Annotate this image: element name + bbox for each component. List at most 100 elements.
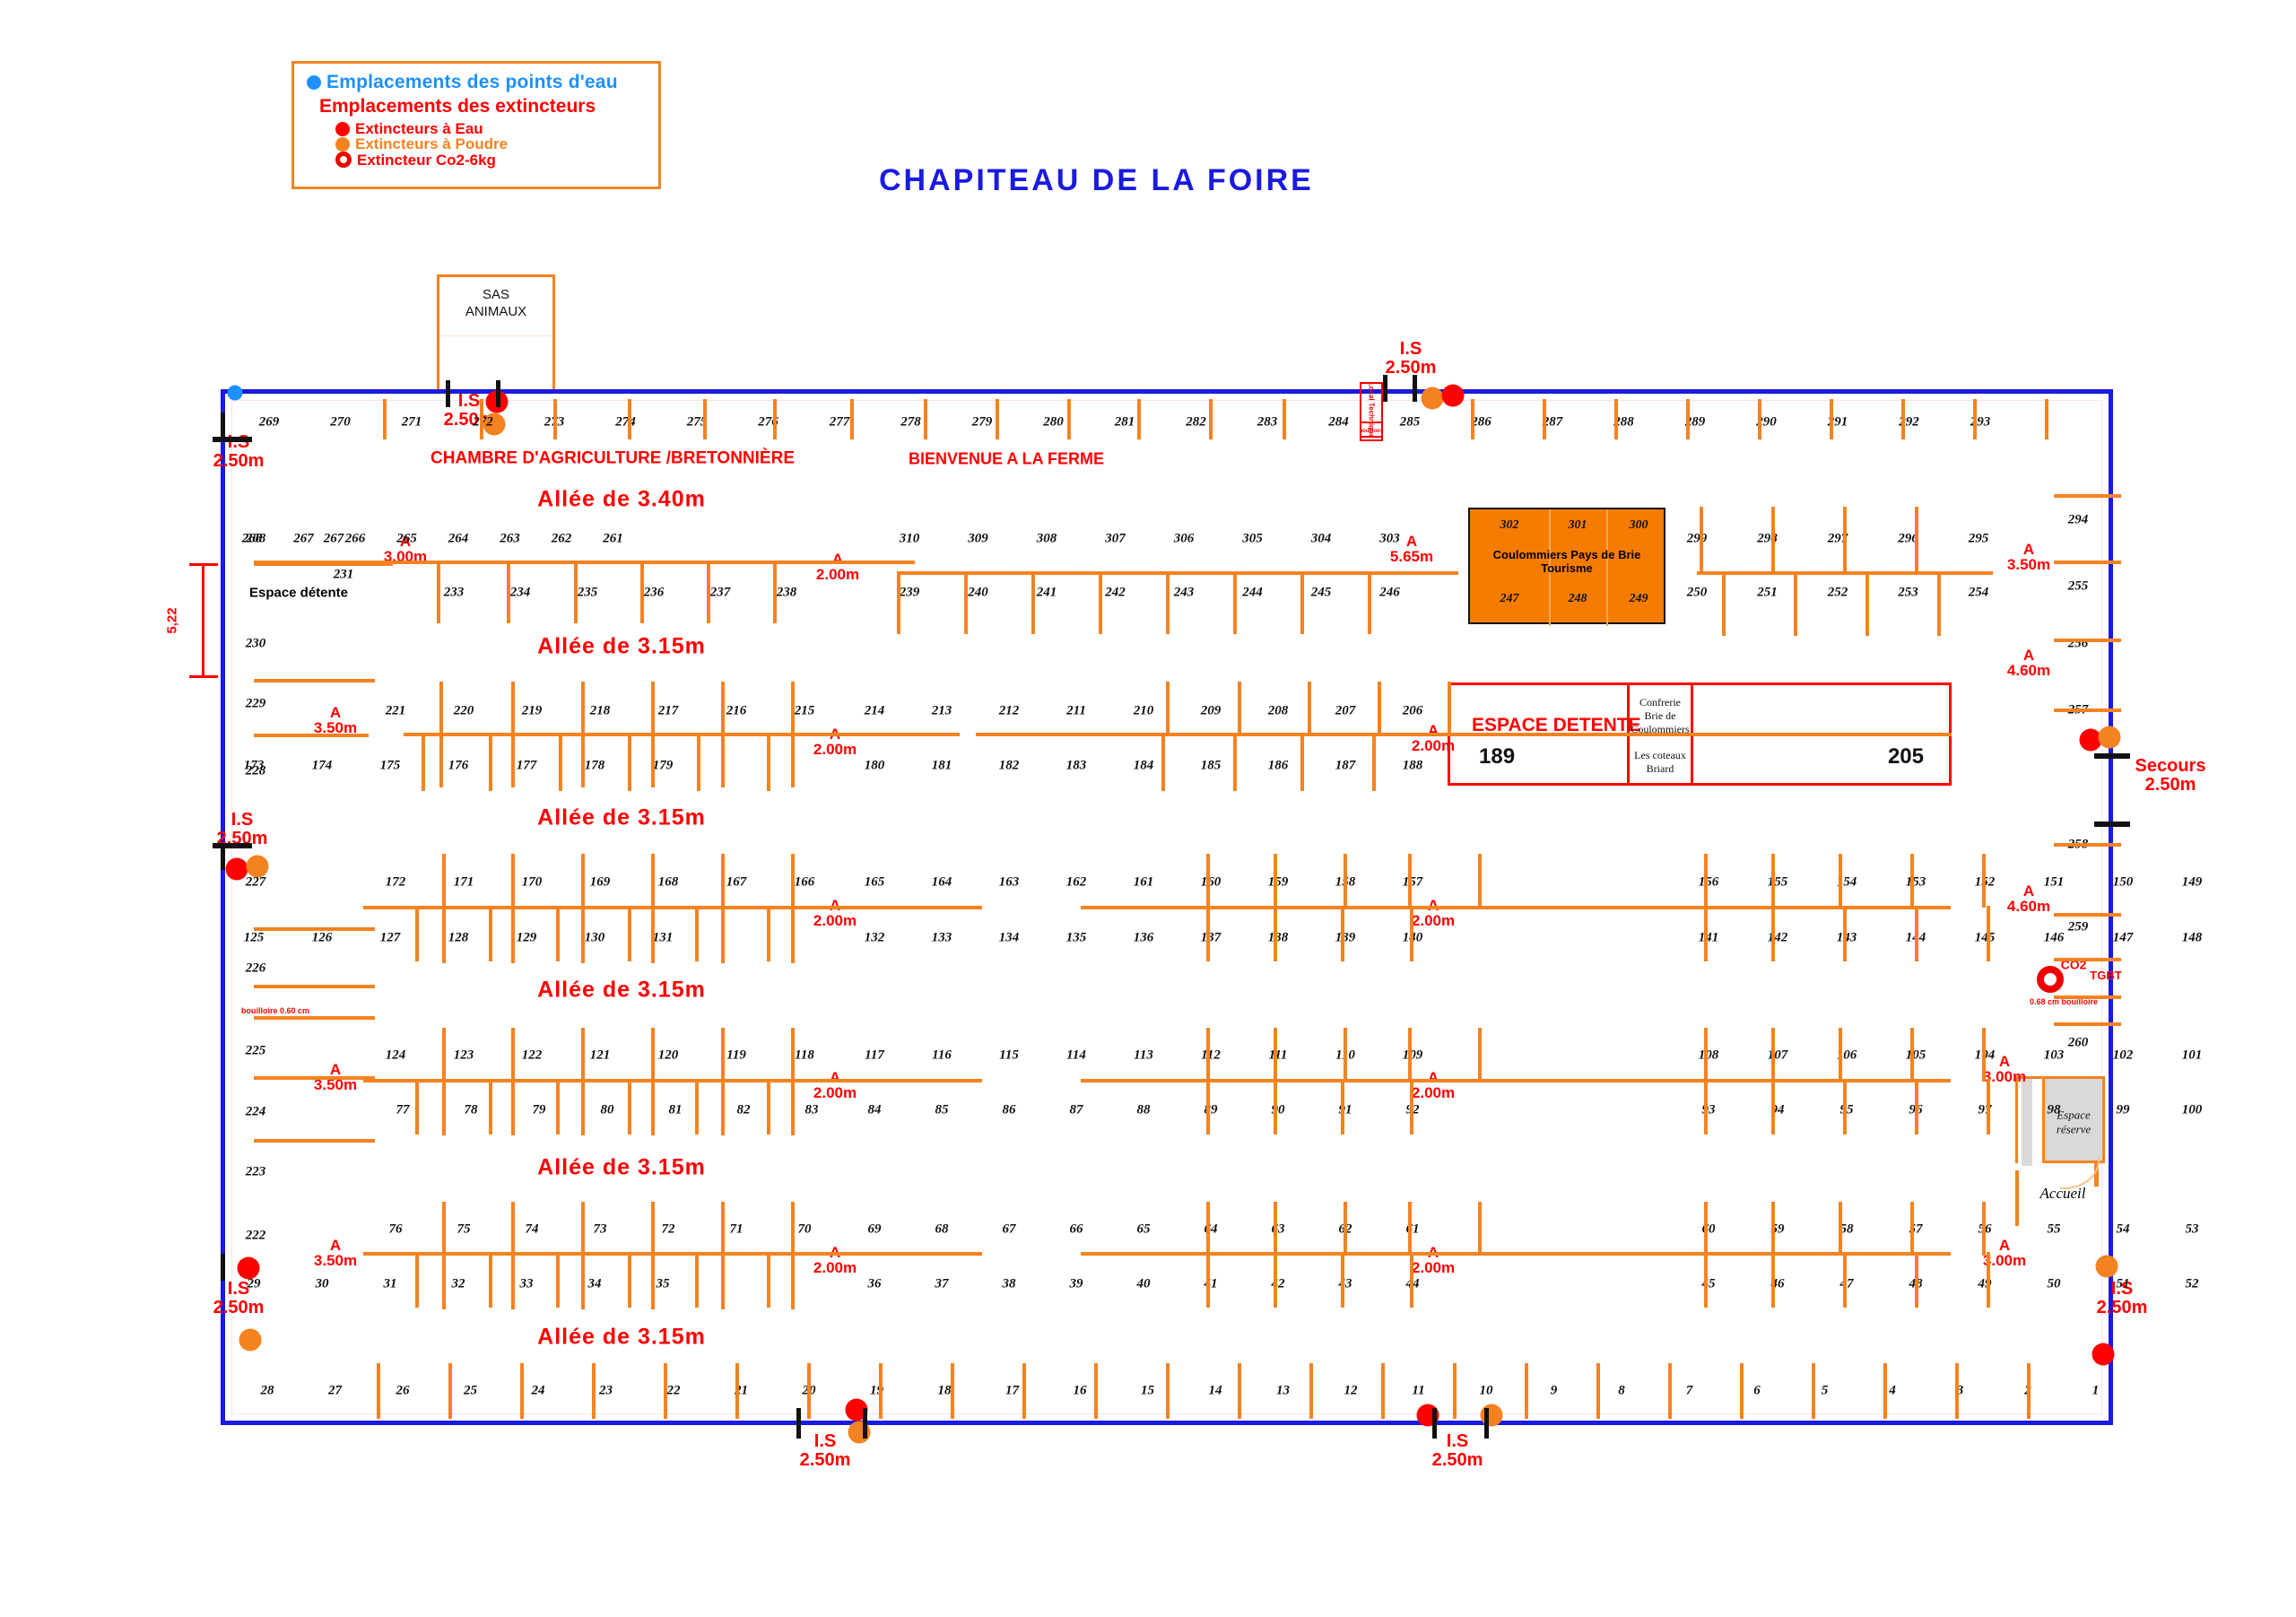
stand-divider xyxy=(377,1363,380,1419)
exit-door-marker xyxy=(213,843,252,848)
stand-number: 270 xyxy=(330,414,351,430)
stand-number: 164 xyxy=(931,874,952,890)
stand-number: 280 xyxy=(1043,414,1064,430)
stand-number: 80 xyxy=(600,1102,614,1117)
stand-number: 134 xyxy=(998,930,1020,945)
stand-number: 259 xyxy=(2067,919,2089,935)
stand-number: 278 xyxy=(900,414,921,430)
extinguisher-poudre-marker-2 xyxy=(483,413,506,436)
aisle-dim-a: A xyxy=(1427,1069,1439,1086)
stand-divider xyxy=(1300,571,1304,634)
stand-divider xyxy=(1771,906,1775,961)
stand-number: 15 xyxy=(1141,1383,1154,1398)
stand-divider xyxy=(1987,906,1990,961)
stand-divider xyxy=(254,679,375,682)
stand-divider xyxy=(581,854,585,963)
sas-crosshatch xyxy=(439,277,552,394)
stand-divider xyxy=(767,1079,770,1135)
stand-divider xyxy=(976,733,1952,736)
stand-number: 151 xyxy=(2043,874,2065,890)
is-label: I.S xyxy=(1399,339,1422,359)
stand-number: 308 xyxy=(1036,531,1057,546)
stand-number: 234 xyxy=(509,585,531,600)
stand-number: 285 xyxy=(1399,414,1421,430)
stand-divider xyxy=(1344,1028,1347,1082)
stand-divider xyxy=(767,1252,770,1308)
stand-divider xyxy=(767,906,770,961)
stand-divider xyxy=(1614,399,1618,439)
aisle-dim-value: 3.50m xyxy=(2006,556,2051,573)
stand-divider xyxy=(254,734,369,737)
stand-divider xyxy=(520,1363,524,1419)
stand-number: 119 xyxy=(726,1048,746,1063)
stand-divider xyxy=(1238,682,1241,734)
extinguisher-poudre-marker-12 xyxy=(2095,1255,2118,1278)
stand-divider xyxy=(1843,906,1847,961)
aisle-dim-a: A xyxy=(1998,1237,2011,1254)
stand-divider xyxy=(1686,399,1690,439)
stand-number: 261 xyxy=(603,531,623,546)
stand-number: 209 xyxy=(1200,703,1222,718)
stand-divider xyxy=(1410,1079,1413,1135)
espace-reserve-line1: Espace xyxy=(2057,1108,2091,1122)
stand-number: 296 xyxy=(1898,531,1918,546)
stand-divider xyxy=(1543,399,1546,439)
stand-divider xyxy=(1982,1028,1986,1082)
stand-number: 65 xyxy=(1136,1221,1151,1237)
stand-divider xyxy=(703,399,707,439)
stand-divider xyxy=(1982,854,1986,908)
stand-divider xyxy=(2054,639,2121,642)
stand-number: 225 xyxy=(245,1043,266,1058)
stand-number: 289 xyxy=(1684,414,1706,430)
stand-number: 281 xyxy=(1114,414,1135,430)
aisle-label-4: Allée de 3.15m xyxy=(537,1154,706,1180)
stand-divider xyxy=(1937,571,1941,636)
stand-number: 73 xyxy=(593,1221,607,1237)
stand-number: 169 xyxy=(589,874,611,890)
stand-divider xyxy=(1233,733,1237,791)
stand-number: 237 xyxy=(709,585,731,600)
stand-divider xyxy=(1758,399,1761,439)
stand-divider xyxy=(791,1028,795,1135)
extinguisher-eau-marker-5 xyxy=(2079,728,2102,752)
stand-number: 242 xyxy=(1105,585,1126,600)
stand-number: 163 xyxy=(998,874,1020,890)
exit-door-marker xyxy=(446,380,450,407)
stand-number: 123 xyxy=(453,1048,474,1063)
stand-divider xyxy=(1378,682,1381,734)
is-dim: 2.50m xyxy=(213,451,265,471)
stand-number: 275 xyxy=(686,414,708,430)
stand-divider xyxy=(442,1028,446,1135)
stand-number: 102 xyxy=(2112,1048,2134,1063)
stand-divider xyxy=(1099,571,1102,634)
stand-divider xyxy=(363,1252,982,1256)
stand-number: 224 xyxy=(245,1104,266,1119)
coulommiers-name-line1: Coulommiers Pays de Brie xyxy=(1492,548,1641,561)
stand-divider xyxy=(1697,571,1993,575)
stand-number: 213 xyxy=(931,703,952,718)
stand-divider xyxy=(1274,854,1277,908)
stand-number: 146 xyxy=(2043,930,2065,945)
stand-number: 282 xyxy=(1186,414,1206,430)
stand-number: 105 xyxy=(1905,1048,1926,1063)
stand-divider xyxy=(511,682,515,787)
stand-number: 217 xyxy=(657,703,679,718)
stand-number: 67 xyxy=(1002,1221,1016,1237)
extinguisher-poudre-marker-3 xyxy=(1421,387,1444,410)
stand-number: 17 xyxy=(1005,1383,1019,1398)
stand-number: 165 xyxy=(864,874,885,890)
stand-divider xyxy=(791,682,795,787)
espace-reserve-wing xyxy=(2015,1076,2044,1166)
stand-number: 227 xyxy=(245,874,266,890)
stand-number: 68 xyxy=(935,1221,949,1237)
stand-divider xyxy=(996,399,999,439)
espace-reserve-line2: réserve xyxy=(2056,1122,2092,1135)
stand-divider xyxy=(439,682,443,787)
stand-number: 4 xyxy=(1889,1383,1896,1398)
stand-divider xyxy=(1843,507,1847,571)
stand-number: 307 xyxy=(1105,531,1126,546)
aisle-label-5: Allée de 3.15m xyxy=(537,1324,706,1350)
legend-poudre-label: Extincteurs à Poudre xyxy=(355,135,509,152)
stand-number: 233 xyxy=(443,585,465,600)
sas-animaux-box: SAS ANIMAUX xyxy=(437,274,555,394)
